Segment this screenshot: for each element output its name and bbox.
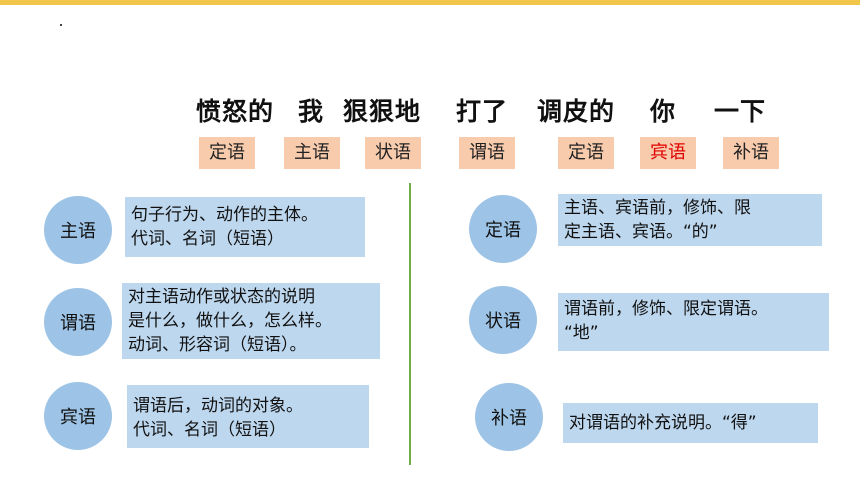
term-circle-predicate: 谓语 — [44, 288, 112, 356]
definition-box-attributive: 主语、宾语前，修饰、限 定主语、宾语。“的” — [558, 194, 822, 246]
definition-line: 是什么，做什么，怎么样。 — [128, 311, 332, 331]
definition-line: 动词、形容词（短语）。 — [128, 335, 307, 355]
tag-adverbial: 状语 — [365, 137, 421, 169]
term-circle-complement: 补语 — [475, 383, 543, 451]
column-divider — [409, 183, 411, 465]
term-circle-adverbial: 状语 — [469, 286, 537, 354]
definition-line: 定主语、宾语。“的” — [564, 222, 718, 242]
definition-line: “地” — [564, 323, 599, 343]
definition-line: 句子行为、动作的主体。 — [131, 205, 318, 225]
tag-complement: 补语 — [723, 137, 779, 169]
definition-line: 对谓语的补充说明。“得” — [569, 413, 757, 433]
definition-box-object: 谓语后，动词的对象。 代词、名词（短语） — [127, 385, 369, 448]
definition-box-complement: 对谓语的补充说明。“得” — [563, 403, 818, 443]
term-circle-subject: 主语 — [44, 196, 112, 264]
sentence-word-3: 狠狠地 — [343, 97, 422, 126]
definition-box-predicate: 对主语动作或状态的说明 是什么，做什么，怎么样。 动词、形容词（短语）。 — [122, 283, 380, 359]
term-circle-object: 宾语 — [44, 382, 112, 450]
tag-object: 宾语 — [640, 137, 696, 169]
sentence-word-5: 调皮的 — [537, 97, 616, 126]
definition-box-subject: 句子行为、动作的主体。 代词、名词（短语） — [125, 197, 365, 257]
sentence-word-2: 我 — [298, 97, 325, 126]
decorative-dot — [60, 24, 62, 26]
definition-line: 对主语动作或状态的说明 — [128, 287, 315, 307]
sentence-word-6: 你 — [650, 97, 677, 126]
tag-attributive-1: 定语 — [199, 137, 255, 169]
definition-line: 谓语前，修饰、限定谓语。 — [564, 299, 768, 319]
sentence-word-1: 愤怒的 — [196, 97, 275, 126]
sentence-word-7: 一下 — [714, 97, 767, 126]
tag-subject: 主语 — [284, 137, 340, 169]
definition-line: 主语、宾语前，修饰、限 — [564, 198, 751, 218]
tag-predicate: 谓语 — [459, 137, 515, 169]
sentence-word-4: 打了 — [456, 97, 509, 126]
top-accent-bar — [0, 0, 860, 5]
definition-line: 代词、名词（短语） — [133, 420, 286, 440]
tag-attributive-2: 定语 — [558, 137, 614, 169]
definition-line: 谓语后，动词的对象。 — [133, 396, 303, 416]
definition-line: 代词、名词（短语） — [131, 229, 284, 249]
term-circle-attributive: 定语 — [469, 195, 537, 263]
definition-box-adverbial: 谓语前，修饰、限定谓语。 “地” — [558, 293, 829, 351]
